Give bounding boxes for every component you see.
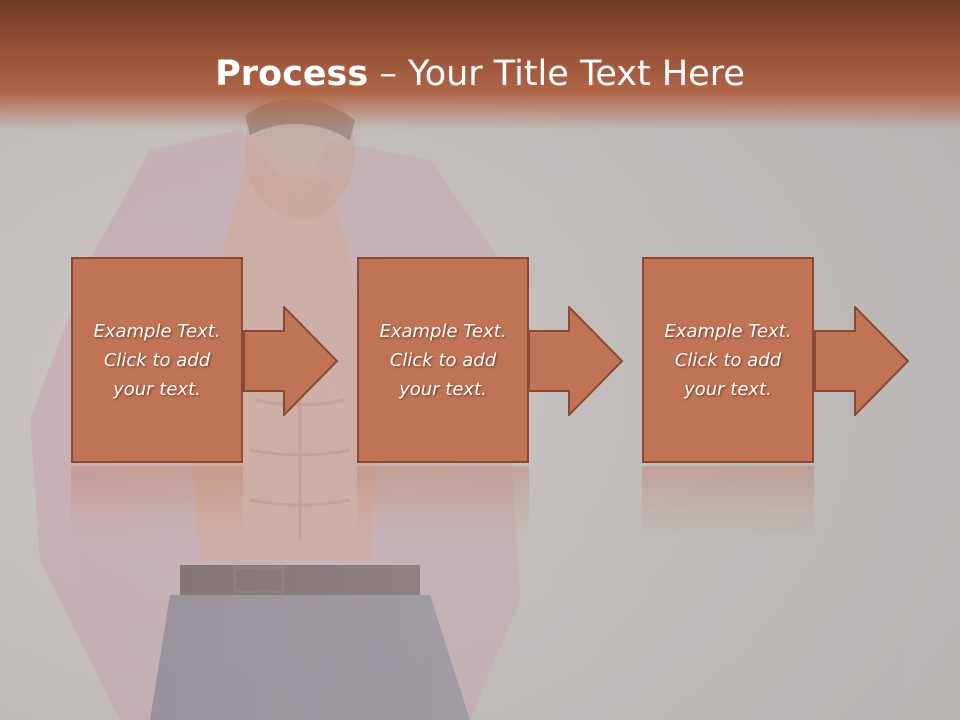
step-1-box[interactable]: Example Text. Click to add your text.	[71, 257, 243, 463]
step-3-text: Example Text. Click to add your text.	[664, 320, 792, 400]
step-2-reflection	[357, 466, 529, 536]
step-3-box[interactable]: Example Text. Click to add your text.	[642, 257, 814, 463]
step-3-reflection	[642, 466, 814, 536]
step-1-arrow	[243, 306, 339, 416]
title-rest: – Your Title Text Here	[368, 54, 745, 94]
title-bar	[0, 0, 960, 130]
slide-title[interactable]: Process – Your Title Text Here	[0, 52, 960, 96]
step-1-text: Example Text. Click to add your text.	[93, 320, 221, 400]
title-bold: Process	[215, 54, 369, 94]
step-2-text: Example Text. Click to add your text.	[379, 320, 507, 400]
step-2-box[interactable]: Example Text. Click to add your text.	[357, 257, 529, 463]
step-3-arrow	[814, 306, 910, 416]
step-2-arrow	[528, 306, 624, 416]
step-1-reflection	[71, 466, 243, 536]
